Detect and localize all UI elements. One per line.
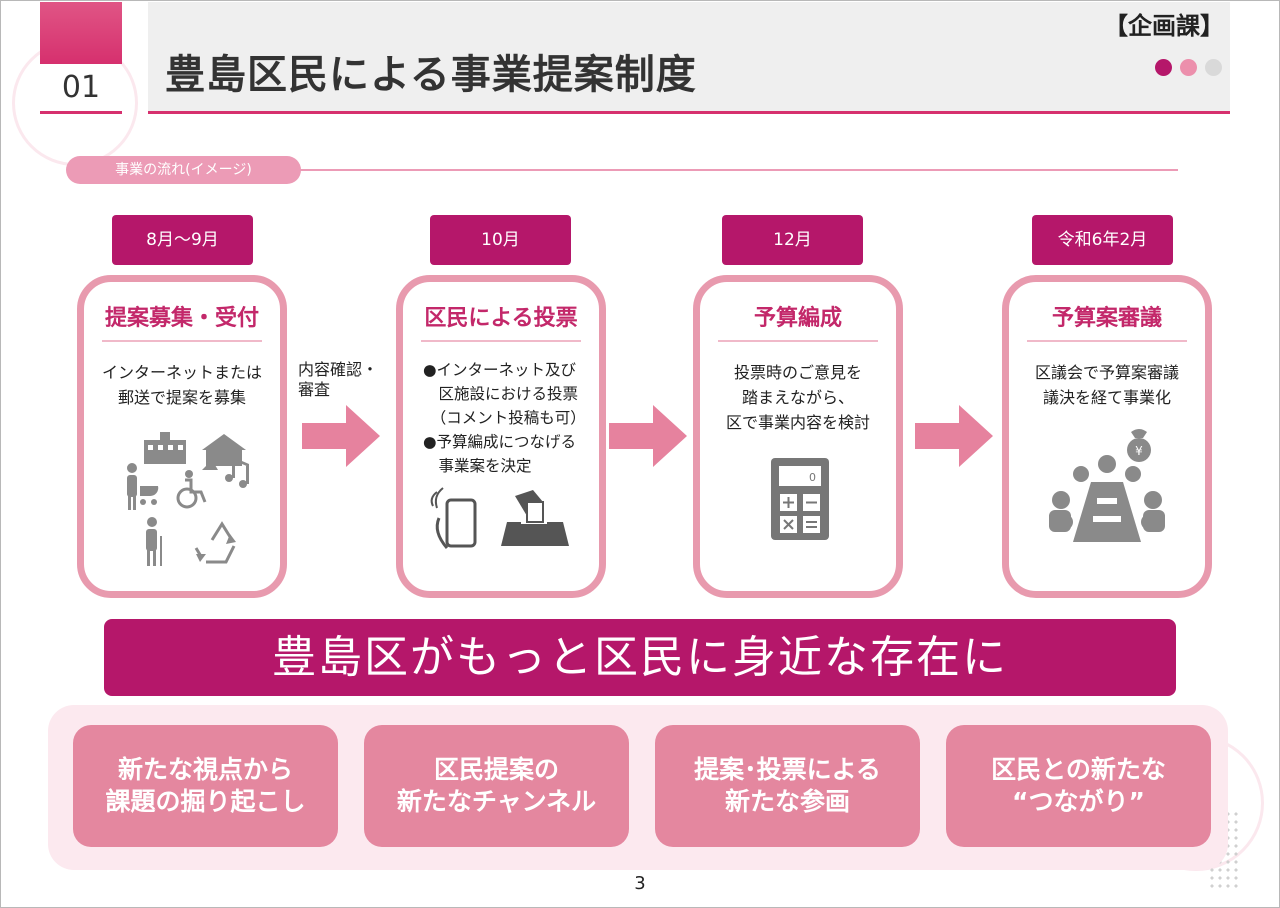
- smartphone-icon: [430, 487, 477, 549]
- header-dot: [1155, 59, 1172, 76]
- department-label: 【企画課】: [1104, 12, 1224, 40]
- music-icon: [225, 458, 249, 488]
- step-title: 提案募集・受付: [104, 306, 259, 331]
- step-date-tab: 令和6年2月: [1032, 215, 1173, 265]
- flow-divider: [300, 169, 1178, 171]
- svg-text:¥: ¥: [1135, 444, 1143, 458]
- step-title-rule: [421, 340, 581, 342]
- page-number: 3: [634, 873, 646, 894]
- house-icon: [202, 434, 246, 470]
- step-date-tab: 12月: [722, 215, 863, 265]
- citizen-icons: [127, 432, 249, 566]
- header-band: [148, 2, 1230, 112]
- step-title-rule: [718, 340, 878, 342]
- section-number-underline: [40, 111, 122, 114]
- voting-icons: [430, 487, 569, 549]
- assembly-icons: ¥: [1049, 429, 1165, 542]
- step-description: 投票時のご意見を 踏まえながら、 区で事業内容を検討: [725, 363, 870, 432]
- section-number: 01: [61, 70, 101, 105]
- flow-arrow-icon: [609, 405, 687, 467]
- wheelchair-icon: [176, 470, 207, 509]
- step-title: 予算編成: [753, 306, 842, 331]
- step-description: ●インターネット及び 区施設における投票 （コメント投稿も可） ●予算編成につな…: [423, 361, 586, 475]
- step-title: 予算案審議: [1051, 306, 1162, 331]
- school-icon: [144, 432, 186, 464]
- goal-box: 提案･投票による 新たな参画: [655, 725, 920, 847]
- calculator-icon: 0: [771, 458, 829, 540]
- header-underline: [148, 111, 1230, 114]
- step-card-proposal: 提案募集・受付 インターネットまたは 郵送で提案を募集: [77, 275, 287, 598]
- ballot-box-icon: [501, 490, 569, 546]
- step-title-rule: [1027, 340, 1187, 342]
- step-card-deliberation: 予算案審議 区議会で予算案審議 議決を経て事業化 ¥: [1002, 275, 1212, 598]
- elderly-icon: [146, 517, 162, 566]
- svg-text:0: 0: [809, 471, 816, 484]
- goal-box: 区民提案の 新たなチャンネル: [364, 725, 629, 847]
- meeting-icon: [1049, 455, 1165, 542]
- parent-stroller-icon: [127, 463, 159, 510]
- step-title: 区民による投票: [424, 306, 578, 331]
- step-title-rule: [102, 340, 262, 342]
- step-date-tab: 10月: [430, 215, 571, 265]
- header-dot: [1180, 59, 1197, 76]
- goal-box: 区民との新たな “つながり”: [946, 725, 1211, 847]
- flow-arrow-icon: [915, 405, 993, 467]
- section-number-box: [40, 2, 122, 64]
- recycle-icon: [194, 521, 236, 564]
- step-description: 区議会で予算案審議 議決を経て事業化: [1034, 363, 1179, 407]
- step-date-tab: 8月～9月: [112, 215, 253, 265]
- goal-box: 新たな視点から 課題の掘り起こし: [73, 725, 338, 847]
- step-card-budget: 予算編成 投票時のご意見を 踏まえながら、 区で事業内容を検討 0: [693, 275, 903, 598]
- flow-label: 事業の流れ(イメージ): [66, 156, 301, 184]
- header-dot: [1205, 59, 1222, 76]
- slogan-banner: 豊島区がもっと区民に身近な存在に: [104, 619, 1176, 696]
- flow-arrow-icon: [302, 405, 380, 467]
- header-dots: [1155, 59, 1222, 76]
- step-card-voting: 区民による投票 ●インターネット及び 区施設における投票 （コメント投稿も可） …: [396, 275, 606, 598]
- page-title: 豊島区民による事業提案制度: [165, 52, 697, 98]
- step-description: インターネットまたは 郵送で提案を募集: [101, 363, 262, 407]
- money-bag-icon: ¥: [1127, 429, 1151, 462]
- review-label: 内容確認・ 審査: [298, 360, 379, 399]
